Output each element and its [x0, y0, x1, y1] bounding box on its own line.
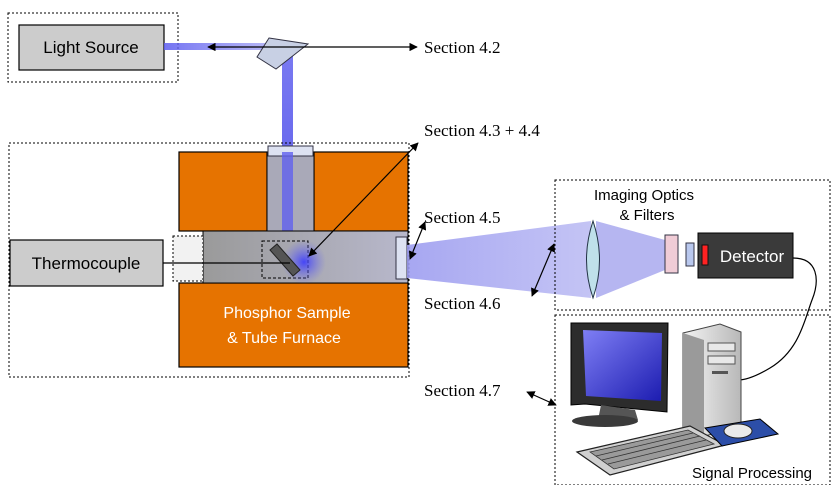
lens-icon [586, 219, 600, 300]
section-4-7-arrow [526, 391, 557, 406]
monitor-screen [583, 330, 662, 401]
focused-light-cone [596, 221, 665, 298]
mouse-icon [723, 423, 753, 439]
desktop-computer-icon [570, 322, 742, 437]
thermocouple-box [9, 239, 164, 287]
light-source-label: Light Source [43, 38, 138, 57]
section-4-2-label: Section 4.2 [424, 38, 501, 57]
optics-dashed-frame [554, 179, 831, 311]
furnace-block-top-left [178, 151, 268, 232]
section-4-5-label: Section 4.5 [424, 208, 501, 227]
emission-light-cone [407, 221, 591, 298]
optics-label-line2: & Filters [619, 207, 674, 224]
section-4-7-label: Section 4.7 [424, 381, 501, 400]
keyboard-key-row-3 [607, 439, 707, 465]
signal-processing-label: Signal Processing [692, 465, 812, 482]
furnace-label-line2: & Tube Furnace [227, 330, 341, 347]
furnace-block-top-right [313, 151, 409, 232]
keyboard-keys [589, 429, 716, 470]
keyboard-icon [575, 425, 727, 476]
drive-bay-2 [707, 355, 736, 365]
prism-icon [256, 37, 310, 70]
drive-bay-1 [707, 342, 736, 352]
tube-window-right [395, 236, 408, 280]
section-4-6-label: Section 4.6 [424, 294, 501, 313]
laser-beam-in-port [282, 152, 293, 260]
sample-region-frame [261, 240, 309, 279]
keyboard-key-row-1 [595, 432, 694, 457]
floppy-slot [712, 371, 728, 374]
detector-box [697, 232, 794, 279]
detector-label: Detector [720, 247, 785, 266]
tube-end-cap-left [172, 235, 204, 282]
monitor-base [572, 415, 638, 427]
furnace-block-bottom [178, 282, 409, 368]
section-4-5-arrow [408, 221, 427, 260]
section-4-3-label: Section 4.3 + 4.4 [424, 121, 540, 140]
filter-2 [685, 242, 695, 267]
optics-label-line1: Imaging Optics [594, 187, 694, 204]
keyboard-key-row-2 [601, 435, 701, 461]
tower-side [683, 333, 704, 436]
section-4-3-arrow [308, 142, 419, 257]
filter-1 [664, 234, 679, 274]
detector-cable [737, 257, 817, 381]
phosphor-sample-mirror-icon [269, 243, 301, 277]
section-4-6-arrow [531, 243, 555, 297]
thermocouple-label: Thermocouple [32, 254, 141, 273]
detector-sensor [701, 244, 709, 266]
furnace-label-line1: Phosphor Sample [223, 305, 350, 322]
